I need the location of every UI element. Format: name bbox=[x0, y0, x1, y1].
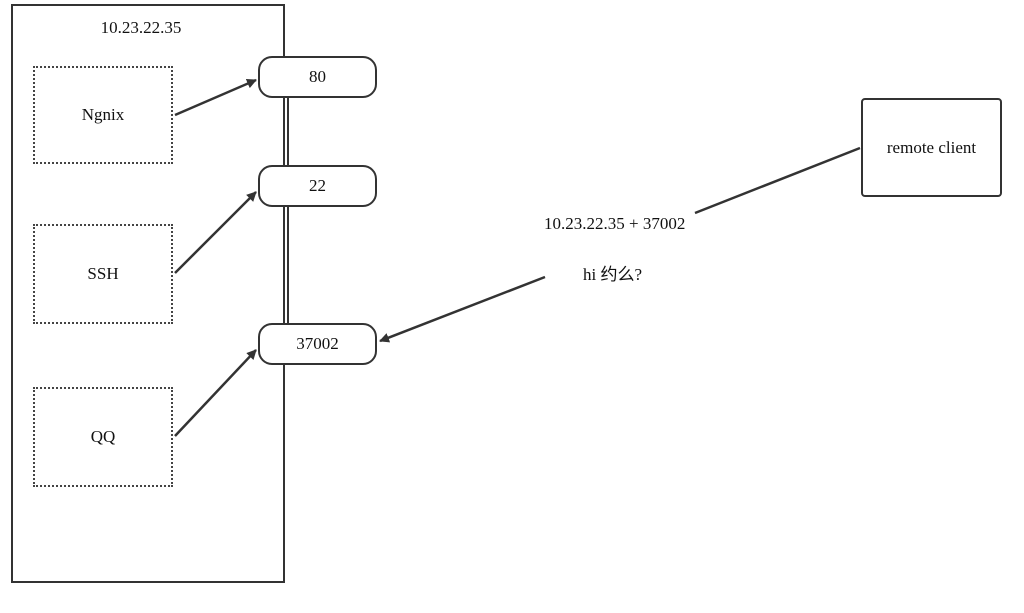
client-connection-line bbox=[694, 146, 861, 215]
arrow-nginx-to-port-80 bbox=[174, 78, 257, 117]
port-22-label: 22 bbox=[309, 176, 326, 195]
port-80-box: 80 bbox=[258, 56, 377, 98]
arrow-ssh-to-port-22 bbox=[174, 191, 257, 274]
port-22-box: 22 bbox=[258, 165, 377, 207]
process-ssh-label: SSH bbox=[87, 264, 119, 283]
arrow-message-to-port-37002 bbox=[379, 275, 546, 343]
remote-client-box: remote client bbox=[861, 98, 1002, 197]
process-nginx-label: Ngnix bbox=[81, 105, 125, 124]
remote-client-label: remote client bbox=[886, 137, 977, 157]
port-80-label: 80 bbox=[309, 67, 326, 86]
process-nginx-box: Ngnix bbox=[33, 66, 173, 164]
message-address-label: 10.23.22.35 + 37002 bbox=[544, 214, 686, 233]
process-qq-label: QQ bbox=[90, 427, 116, 446]
process-qq-box: QQ bbox=[33, 387, 173, 487]
host-ip-label: 10.23.22.35 bbox=[100, 18, 182, 37]
arrow-qq-to-port-37002 bbox=[174, 349, 257, 437]
host-server-box bbox=[11, 4, 285, 583]
process-ssh-box: SSH bbox=[33, 224, 173, 324]
message-content-label: hi 约么? bbox=[583, 265, 643, 284]
port-37002-box: 37002 bbox=[258, 323, 377, 365]
port-37002-label: 37002 bbox=[296, 334, 339, 353]
